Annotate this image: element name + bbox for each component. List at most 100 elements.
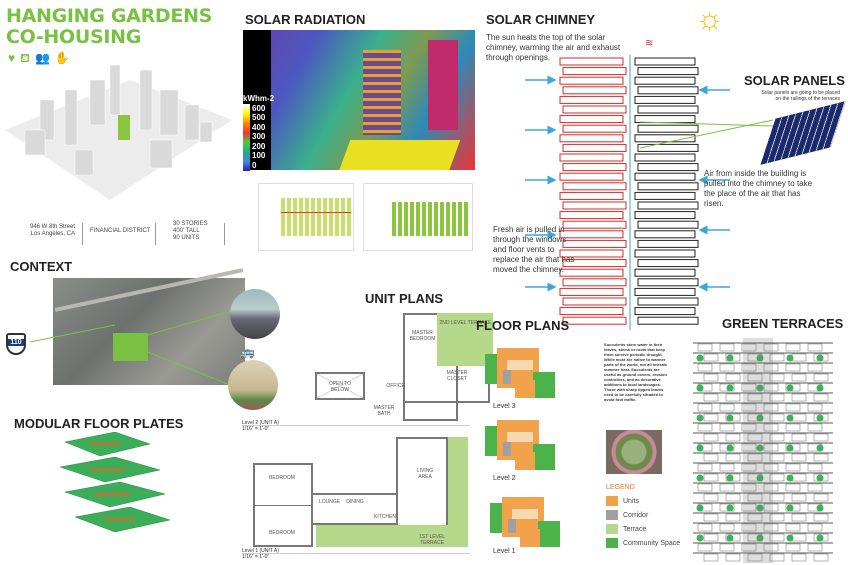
terrace-plant (786, 384, 794, 392)
floor-slab (559, 57, 624, 66)
terrace-plant (756, 474, 764, 482)
succulent-photo (606, 430, 662, 474)
legend-tick: 100 (252, 151, 266, 160)
terrace-plant (786, 504, 794, 512)
legend-swatch (606, 510, 618, 520)
terrace-plant (786, 444, 794, 452)
floor-slab (637, 182, 699, 191)
legend-swatch (606, 496, 618, 506)
green-terraces-heading: GREEN TERRACES (722, 316, 844, 331)
stories: 30 STORIES (173, 221, 208, 227)
city-model-image (5, 64, 232, 200)
air-inside-text: Air from inside the building is pulled i… (704, 169, 813, 208)
floor-slab (637, 201, 699, 210)
highway-shield-icon: 110 (6, 333, 26, 355)
room-label: LOUNGE (318, 499, 341, 505)
terrace-plant (816, 474, 824, 482)
terrace-plant (726, 384, 734, 392)
level1-terrace-side (448, 437, 468, 547)
bus-icon: 🚌 (240, 345, 255, 359)
terrace-plant (696, 444, 704, 452)
floor-slab (634, 211, 696, 220)
unit-plans-heading: UNIT PLANS (365, 291, 443, 306)
floor-slab (559, 76, 624, 85)
legend-label: Corridor (623, 511, 649, 519)
floor-plans-heading: FLOOR PLANS (476, 318, 570, 333)
floor-slab (562, 316, 627, 325)
floor-slab (562, 143, 627, 152)
floor-slab (559, 268, 624, 277)
terrace-plant (816, 444, 824, 452)
room-label: LIVING AREA (416, 468, 434, 480)
level1-caption: Level 1 (UNIT A)1/16" = 1'-0" (242, 548, 279, 560)
legend-unit: kWhm-2 (243, 94, 275, 103)
heart-pulse-icon: ♥ (8, 51, 16, 65)
floor-level-label: Level 3 (493, 403, 516, 410)
legend-swatch (606, 538, 618, 548)
terrace-plant (816, 414, 824, 422)
project-title: HANGING GARDENS CO-HOUSING (6, 6, 212, 48)
scale: 1/16" = 1'-0" (242, 426, 270, 432)
floor-slab (562, 278, 627, 287)
legend-tick: 500 (252, 113, 266, 122)
icon-row: ♥ ⛾ 👥 ✋ (8, 51, 70, 67)
floor-slab (559, 307, 624, 316)
legend-label: Community Space (623, 539, 681, 547)
floor-plates-diagram (59, 432, 171, 533)
floor-slab (562, 259, 627, 268)
floor-slab (634, 134, 696, 143)
terrace-plant (696, 414, 704, 422)
floor-slab (637, 143, 699, 152)
terrace-plant (816, 354, 824, 362)
floor-slab (562, 67, 627, 76)
room-label: DINING (346, 499, 364, 505)
address: 946 W 8th Street Los Angeles, CA (30, 224, 75, 238)
legend-label: Terrace (623, 525, 647, 533)
room-label: OPEN TO BELOW (328, 381, 352, 393)
floor-slab (562, 220, 627, 229)
floor-slab (559, 230, 624, 239)
legend-item: Units (606, 494, 680, 508)
terrace-plant (696, 354, 704, 362)
floor-level-label: Level 2 (493, 475, 516, 482)
floor-slab (634, 230, 696, 239)
address-line-2: Los Angeles, CA (30, 231, 76, 237)
terrace-plant (696, 474, 704, 482)
green-terraces-elevation (688, 338, 838, 563)
caption: Level 2 (UNIT A) (242, 420, 279, 426)
terrace-plant (726, 474, 734, 482)
terrace-plant (726, 444, 734, 452)
radiation-colorbar (243, 103, 250, 171)
solar-radiation-render (243, 30, 475, 170)
terrace-plant (786, 534, 794, 542)
height: 400' TALL (173, 228, 200, 234)
legend-tick: 200 (252, 141, 266, 151)
room-label: MASTER BEDROOM (409, 330, 436, 342)
floor-plan (490, 495, 562, 551)
terrace-plant (786, 474, 794, 482)
legend-tick: 0 (252, 160, 257, 170)
solar-panels-text: Solar panels are going to be placed on t… (761, 90, 840, 102)
floor-slab (637, 86, 699, 95)
divider (82, 223, 83, 245)
legend-tick: 400 (252, 122, 266, 132)
terrace-plant (726, 504, 734, 512)
floor-slab (637, 220, 699, 229)
chimney-building-diagram (559, 55, 699, 330)
caption: Level 1 (UNIT A) (242, 548, 279, 554)
floor-slab (562, 163, 627, 172)
room-label: BEDROOM (269, 530, 295, 536)
floor-slab (634, 307, 696, 316)
handshake-icon: ✋ (54, 51, 70, 65)
divider (242, 553, 470, 554)
terrace-plant (726, 534, 734, 542)
succulents-text: Succulents store water in their leaves, … (604, 342, 668, 402)
terrace-plant (786, 354, 794, 362)
address-line-1: 946 W 8th Street (30, 224, 76, 230)
terrace-plant (816, 384, 824, 392)
street-photo-2 (228, 360, 278, 410)
street-photo-1 (230, 289, 280, 339)
floor-slab (562, 86, 627, 95)
